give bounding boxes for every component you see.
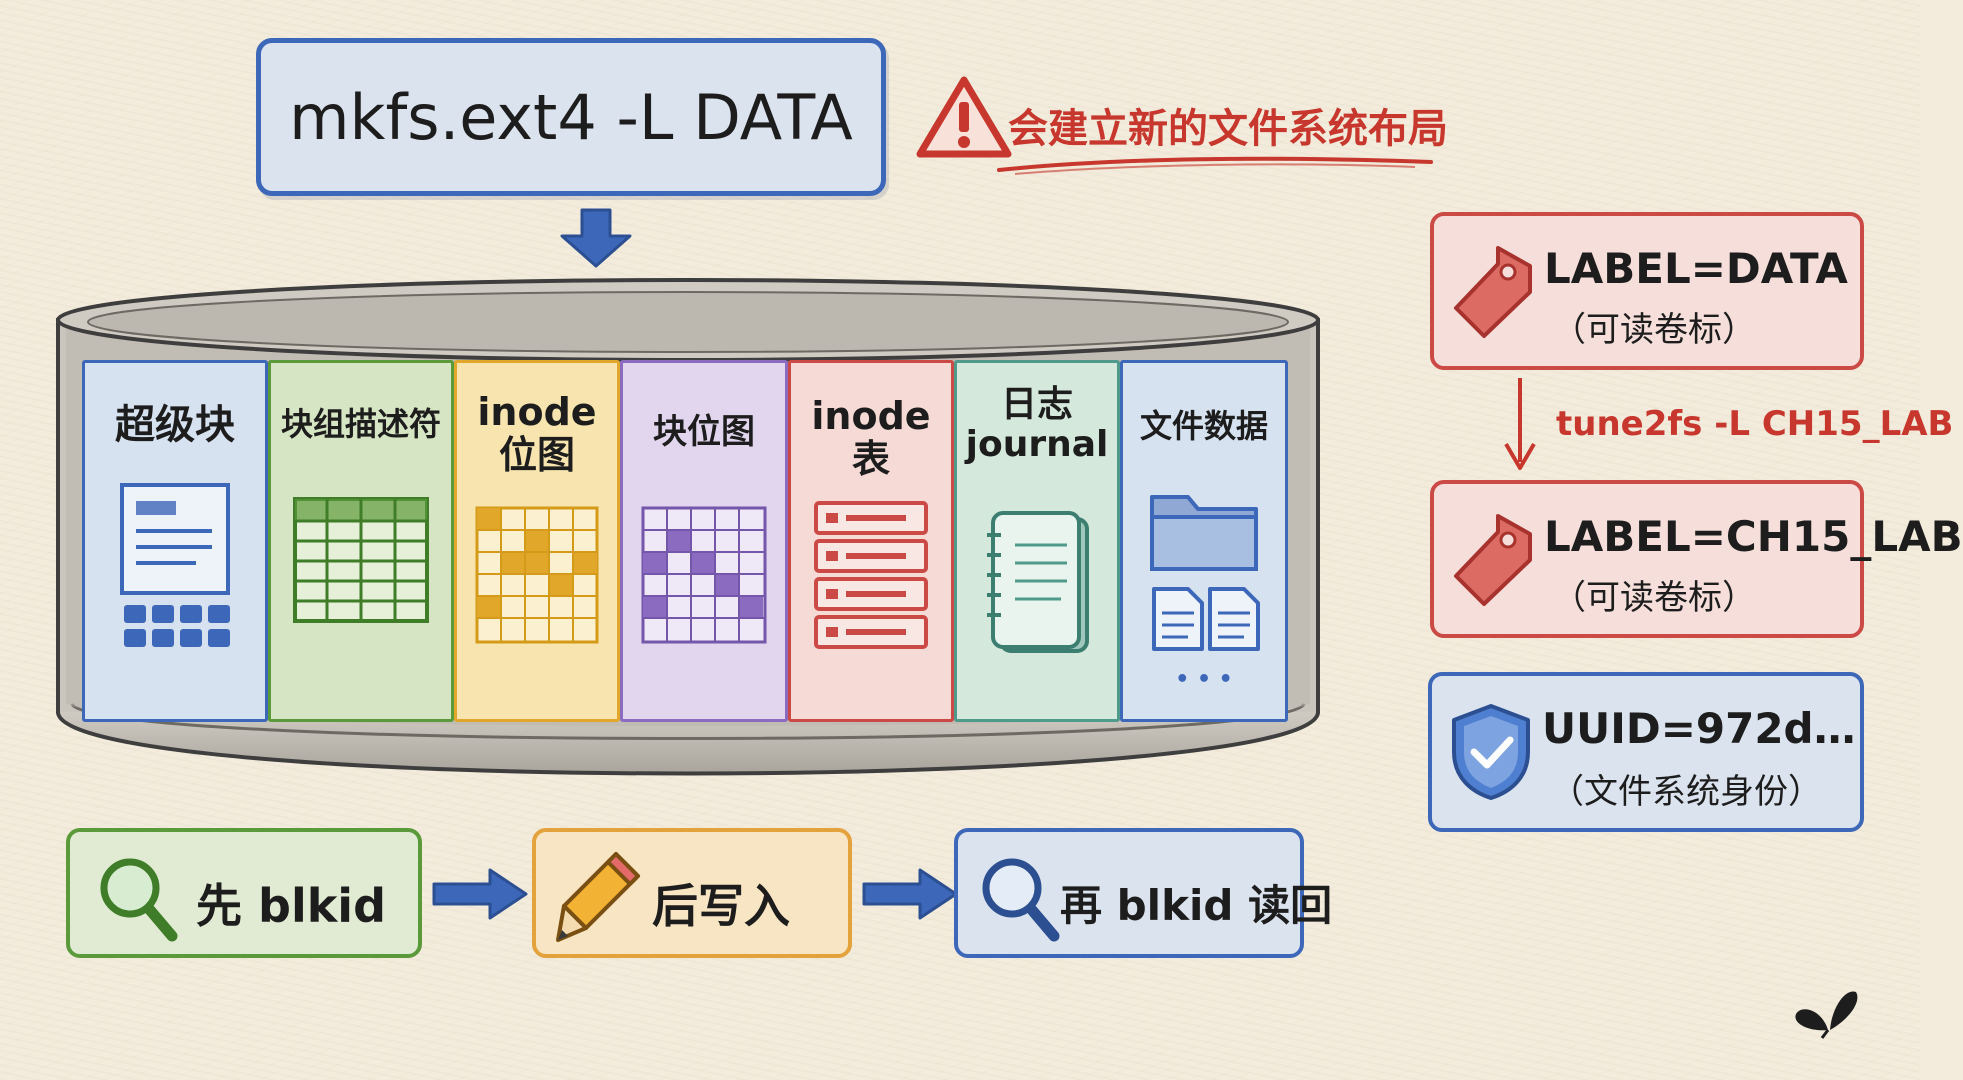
file-data-label: 文件数据 (1139, 407, 1268, 445)
journal-label: 日志 journal (965, 384, 1109, 466)
down-arrow-thin-icon (1504, 378, 1536, 470)
tag-icon (1454, 514, 1532, 606)
right-arrow-icon (432, 868, 528, 920)
inode-table-slab: inode 表 (788, 360, 954, 722)
label-ch15-text: LABEL=CH15_LAB (1544, 512, 1963, 561)
step-blkid-first-label: 先 blkid (196, 879, 386, 933)
block-bitmap-slab: 块位图 (620, 360, 788, 722)
magnifier-icon (100, 858, 178, 942)
table-grid-icon (293, 497, 429, 623)
step-write: 后写入 (532, 828, 852, 958)
step-blkid-readback-label: 再 blkid 读回 (1060, 881, 1333, 930)
superblock-document-icon (120, 483, 230, 647)
inode-bitmap-label: inode 位图 (477, 390, 597, 477)
group-descriptor-label: 块组描述符 (280, 405, 441, 443)
inode-table-label: inode 表 (811, 394, 931, 481)
down-arrow-icon (560, 208, 632, 268)
superblock-label: 超级块 (115, 402, 235, 448)
mkfs-command-text: mkfs.ext4 -L DATA (289, 80, 853, 154)
block-bitmap-label: 块位图 (653, 412, 755, 452)
pencil-icon (556, 852, 640, 942)
right-arrow-icon (862, 868, 958, 920)
shield-check-icon (1452, 704, 1530, 800)
superblock-slab: 超级块 (82, 360, 268, 722)
label-ch15-sub: （可读卷标） (1552, 578, 1756, 618)
label-ch15-card: LABEL=CH15_LAB （可读卷标） (1430, 480, 1963, 638)
group-descriptor-slab: 块组描述符 (268, 360, 454, 722)
more-ellipsis: • • • (1175, 667, 1233, 692)
step-blkid-readback: 再 blkid 读回 (954, 828, 1332, 958)
magnifier-icon (982, 858, 1060, 942)
notebook-icon (987, 511, 1089, 653)
folder-files-icon (1150, 495, 1260, 651)
tune2fs-command: tune2fs -L CH15_LAB (1556, 404, 1954, 444)
label-data-text: LABEL=DATA (1544, 244, 1848, 293)
step-blkid-first: 先 blkid (66, 828, 422, 958)
uuid-text: UUID=972d… (1542, 704, 1856, 753)
warning-text: 会建立新的文件系统布局 (1008, 106, 1448, 152)
uuid-card: UUID=972d… （文件系统身份） (1428, 672, 1864, 832)
butterfly-logo-icon (1795, 991, 1858, 1039)
block-bitmap-grid-icon (641, 506, 767, 644)
label-data-sub: （可读卷标） (1552, 310, 1756, 350)
label-data-card: LABEL=DATA （可读卷标） (1430, 212, 1864, 370)
warning-icon (916, 76, 1012, 158)
mkfs-command-box: mkfs.ext4 -L DATA (256, 38, 886, 196)
journal-slab: 日志 journal (954, 360, 1120, 722)
tag-icon (1454, 246, 1532, 338)
step-write-label: 后写入 (652, 879, 790, 933)
warning-underline (997, 156, 1433, 175)
file-data-slab: 文件数据 • • • (1120, 360, 1288, 722)
inode-records-icon (814, 501, 928, 649)
uuid-sub: （文件系统身份） (1550, 772, 1822, 812)
inode-bitmap-slab: inode 位图 (454, 360, 620, 722)
inode-bitmap-grid-icon (475, 506, 599, 644)
